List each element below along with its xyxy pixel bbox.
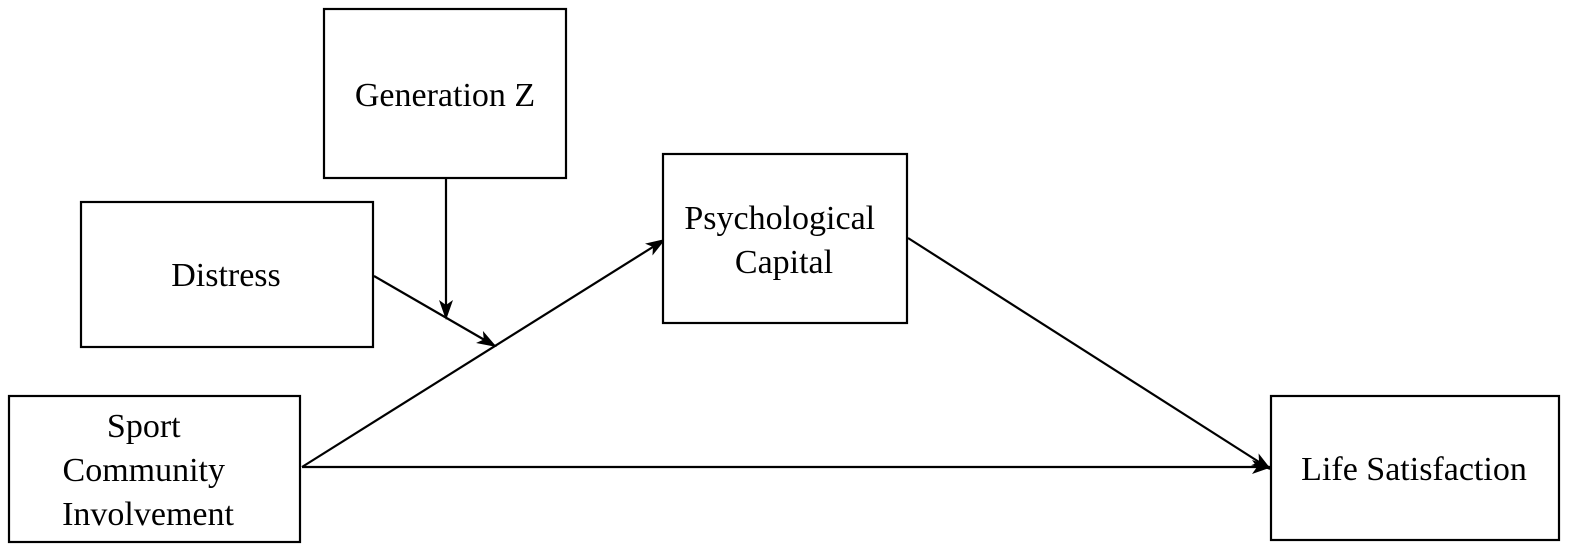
edges bbox=[301, 178, 1272, 474]
node-life-satisfaction: Life Satisfaction bbox=[1269, 394, 1561, 542]
node-label-line: Generation Z bbox=[355, 77, 535, 114]
svg-text:Sport Community In: Sport Community Involvement bbox=[62, 408, 234, 533]
edge-sport-to-psychcap bbox=[301, 238, 666, 468]
svg-text:Generation Z: Generation Z bbox=[355, 77, 535, 114]
svg-text:Life Satisfaction: Life Satisfaction bbox=[1301, 451, 1527, 488]
node-sport-community-involvement: Sport Community Involvement bbox=[7, 394, 302, 544]
node-label-line: Distress bbox=[171, 257, 281, 294]
node-psychological-capital: Psychological Capital bbox=[661, 152, 909, 325]
node-label-line: Capital bbox=[735, 244, 833, 281]
node-label-line: Psychological bbox=[684, 200, 875, 237]
node-label-line: Community bbox=[63, 452, 225, 489]
svg-text:Psychological Capital: Psychological Capital bbox=[684, 200, 883, 281]
node-label-line: Sport bbox=[107, 408, 181, 445]
node-label-line: Involvement bbox=[62, 496, 234, 533]
edge-distress-moderation bbox=[373, 275, 497, 348]
node-label-line: Life Satisfaction bbox=[1301, 451, 1527, 488]
node-distress: Distress bbox=[79, 200, 375, 349]
node-generation-z: Generation Z bbox=[322, 7, 568, 180]
svg-text:Distress: Distress bbox=[171, 257, 281, 294]
edge-psychcap-to-life-satisfaction bbox=[907, 237, 1272, 471]
